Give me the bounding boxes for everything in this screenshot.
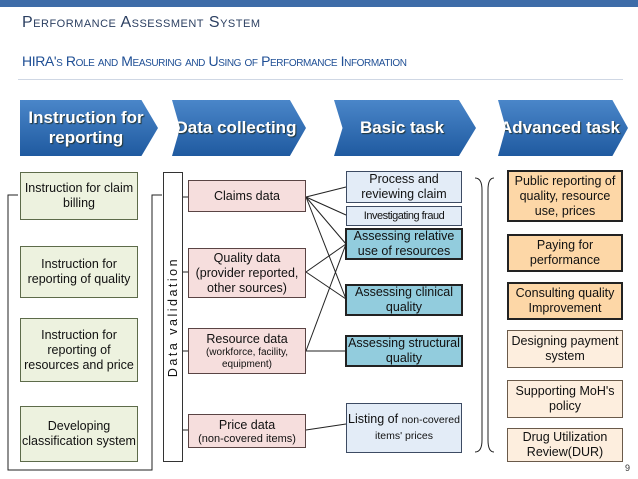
basic-box-clinical-quality: Assessing clinical quality: [345, 284, 463, 316]
basic-box-claim-review: Process and reviewing claim: [346, 171, 462, 203]
stage-label: Advanced task: [500, 118, 620, 137]
box-label: Assessing relative use of resources: [353, 229, 455, 258]
box-label: Investigating fraud: [363, 209, 445, 222]
data-box-price: Price data (non-covered items): [188, 414, 306, 448]
stage-label: Instruction for reporting: [28, 108, 144, 147]
data-box-claims: Claims data: [188, 180, 306, 212]
advanced-box-public-reporting: Public reporting of quality, resource us…: [507, 170, 623, 222]
basic-box-fraud: Investigating fraud: [346, 206, 462, 226]
box-label: Listing of non-covered items' prices: [347, 412, 461, 444]
basic-box-structural-quality: Assessing structural quality: [345, 335, 463, 367]
box-label: Quality data (provider reported, other s…: [195, 250, 299, 295]
advanced-box-dur: Drug Utilization Review(DUR): [507, 428, 623, 462]
box-label: Paying for performance: [529, 238, 601, 267]
title-divider: [18, 79, 623, 80]
advanced-box-moh-policy: Supporting MoH's policy: [507, 380, 623, 418]
box-label: Public reporting of quality, resource us…: [514, 173, 616, 218]
basic-box-relative-use: Assessing relative use of resources: [345, 228, 463, 260]
instruction-box-quality: Instruction for reporting of quality: [20, 246, 138, 298]
box-label: Designing payment system: [511, 334, 619, 363]
stage-arrow-advanced-task: Advanced task: [498, 100, 628, 156]
stage-arrow-instruction: Instruction for reporting: [20, 100, 158, 156]
box-sublabel: (workforce, facility, equipment): [205, 346, 289, 370]
stage-label: Basic task: [359, 118, 445, 137]
page-title: Performance Assessment System: [22, 14, 261, 31]
instruction-box-resources-price: Instruction for reporting of resources a…: [20, 318, 138, 382]
box-label: Process and reviewing claim: [361, 172, 447, 201]
stage-arrow-basic-task: Basic task: [334, 100, 476, 156]
data-validation-label: Data validation: [166, 256, 180, 378]
instruction-box-classification: Developing classification system: [20, 406, 138, 462]
advanced-box-payment-system: Designing payment system: [507, 330, 623, 368]
page-number: 9: [624, 463, 630, 473]
box-label-rest: non-covered items' prices: [374, 414, 460, 442]
box-label: Developing classification system: [22, 419, 136, 448]
advanced-box-consulting-quality: Consulting quality Improvement: [507, 282, 623, 320]
box-label: Price data: [218, 417, 276, 432]
stage-label: Data collecting: [175, 118, 297, 137]
box-label: Instruction for claim billing: [24, 181, 134, 210]
box-label: Supporting MoH's policy: [515, 384, 615, 413]
box-label: Assessing clinical quality: [355, 285, 453, 314]
stage-arrow-data-collecting: Data collecting: [172, 100, 306, 156]
top-accent-bar: [0, 0, 638, 7]
box-label: Instruction for reporting of quality: [27, 257, 131, 286]
advanced-box-pay-for-performance: Paying for performance: [507, 234, 623, 272]
data-box-resource: Resource data (workforce, facility, equi…: [188, 328, 306, 374]
box-label: Claims data: [214, 188, 280, 203]
data-box-quality: Quality data (provider reported, other s…: [188, 248, 306, 298]
box-label: Instruction for reporting of resources a…: [24, 327, 134, 372]
box-label-main: Listing of: [348, 412, 399, 426]
data-validation-bar: Data validation: [163, 172, 183, 462]
instruction-box-claim-billing: Instruction for claim billing: [20, 172, 138, 220]
box-sublabel: (non-covered items): [198, 432, 296, 445]
page-subtitle: HIRA's Role and Measuring and Using of P…: [22, 53, 407, 69]
basic-box-non-covered-listing: Listing of non-covered items' prices: [346, 403, 462, 453]
box-label: Drug Utilization Review(DUR): [522, 430, 608, 459]
box-label: Resource data: [206, 331, 288, 346]
box-label: Consulting quality Improvement: [515, 286, 615, 315]
box-label: Assessing structural quality: [348, 336, 460, 365]
